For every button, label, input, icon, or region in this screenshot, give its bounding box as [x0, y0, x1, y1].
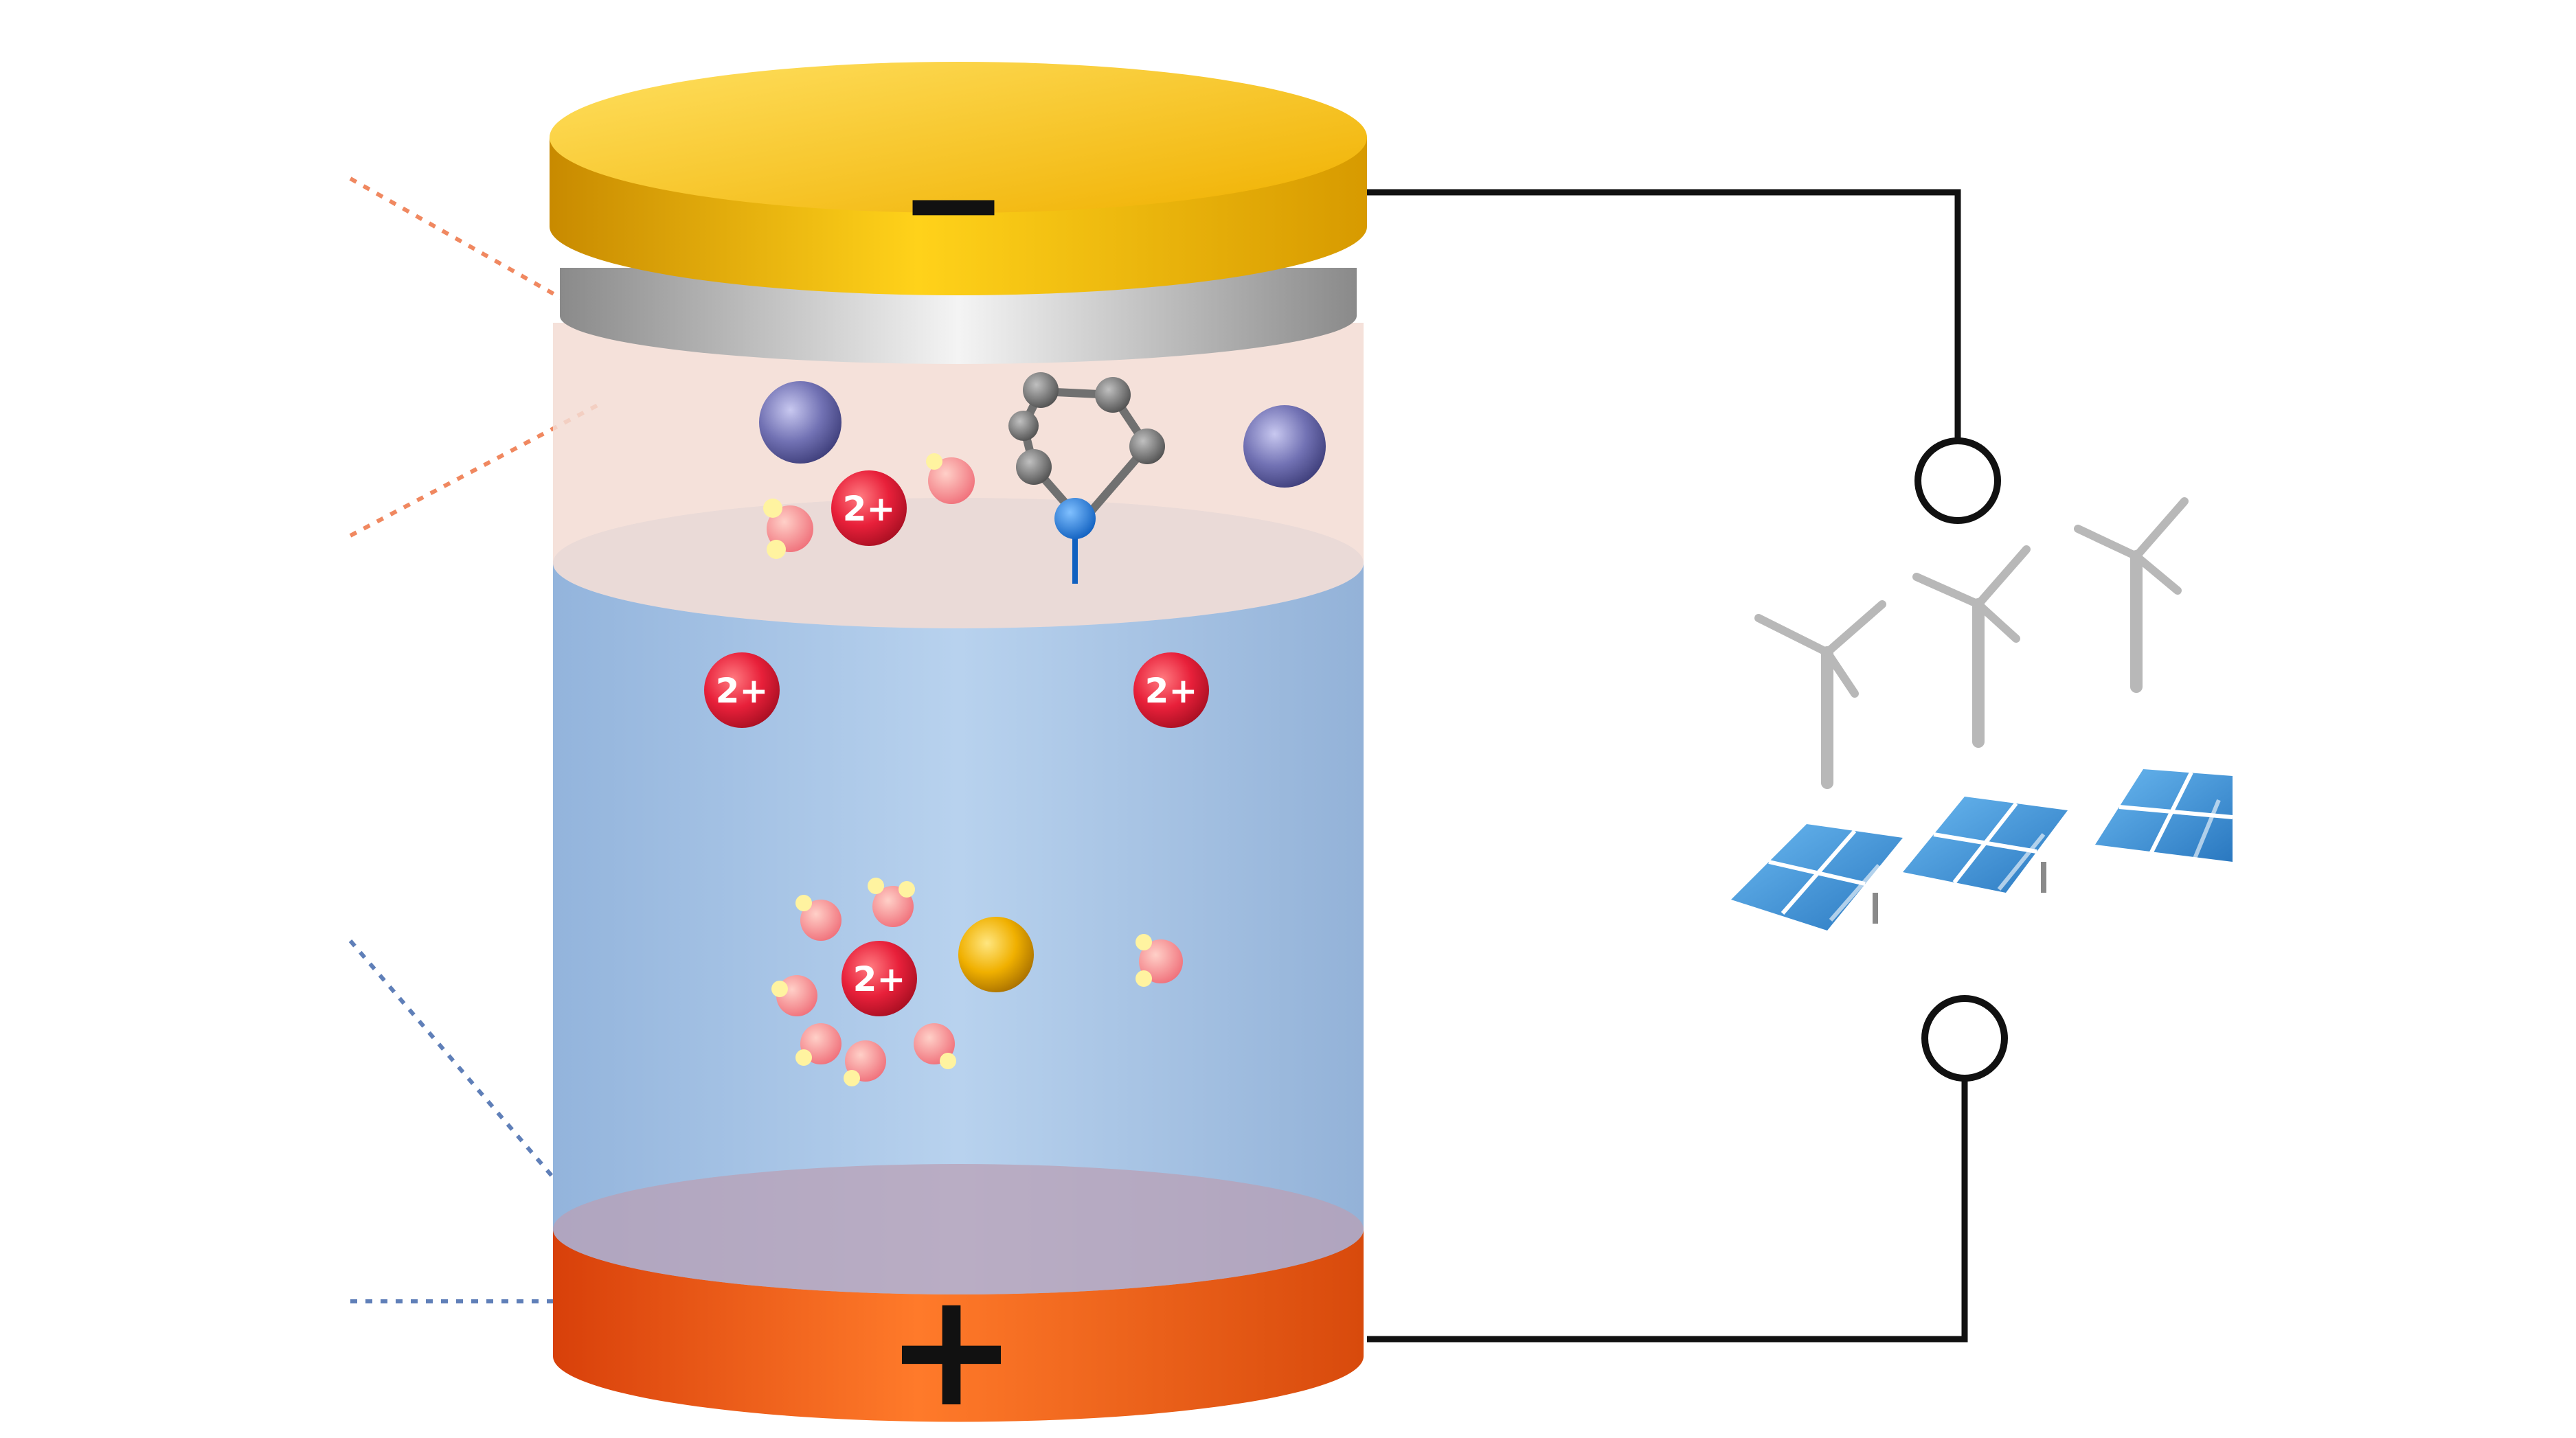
battery-cell: − + [550, 62, 1367, 1438]
solvated-cation-cluster: 2+ [771, 878, 956, 1086]
anode-disk [550, 62, 1367, 295]
svg-text:2+: 2+ [853, 959, 906, 999]
cation-left: 2+ [704, 652, 780, 728]
ion-species: 2+ 2+ 2+ 2+ [704, 372, 1326, 1086]
wind-turbine-icon [1912, 545, 2031, 748]
solar-panel-icon [2095, 769, 2233, 862]
wind-turbine-icon [1754, 600, 1886, 789]
svg-text:2+: 2+ [716, 671, 769, 711]
free-water-molecule [1136, 934, 1183, 987]
cation-right: 2+ [1133, 652, 1209, 728]
lower-terminal-node [1921, 995, 2008, 1082]
solar-panel-icon [1903, 797, 2068, 893]
anion-left [759, 381, 841, 464]
pyridine-molecule-icon [1008, 372, 1165, 584]
cathode-top-surface [553, 1164, 1364, 1294]
circuit-wires [1367, 189, 1968, 1343]
svg-text:2+: 2+ [1145, 671, 1198, 711]
anion-right [1243, 405, 1326, 488]
positive-terminal-sign: + [885, 1259, 1018, 1438]
svg-text:2+: 2+ [843, 489, 896, 529]
separator-ring [560, 268, 1357, 364]
metal-atom [958, 917, 1034, 992]
cation-interphase: 2+ [831, 470, 907, 546]
wind-turbine-icon [2074, 497, 2189, 693]
water-molecule-icon [763, 453, 975, 559]
upper-terminal-node [1914, 437, 2001, 524]
negative-terminal-sign: − [899, 128, 1008, 279]
solar-panel-icon [1731, 824, 1903, 931]
renewable-energy-source [1731, 497, 2233, 931]
